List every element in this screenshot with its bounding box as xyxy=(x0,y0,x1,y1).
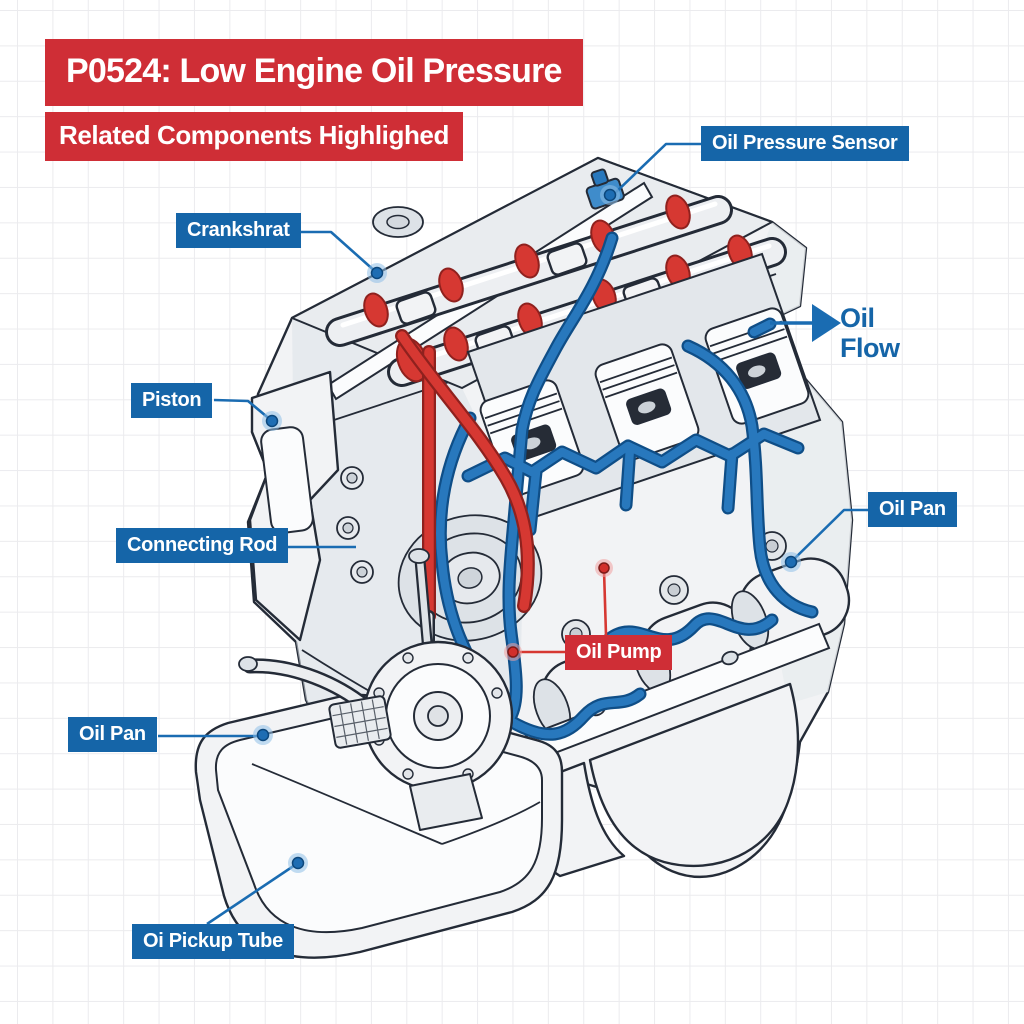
oil-lines-blue xyxy=(433,231,819,741)
oil-flow-line2: Flow xyxy=(840,333,900,364)
oil-pump-part xyxy=(238,548,514,831)
oil-pan-sump xyxy=(588,682,800,868)
callout-oil-pan-right: Oil Pan xyxy=(868,492,957,527)
callout-oil-pump: Oil Pump xyxy=(565,635,673,670)
callout-crankshaft: Crankshrat xyxy=(176,213,301,248)
title-banner: P0524: Low Engine Oil Pressure xyxy=(45,39,583,106)
callout-piston: Piston xyxy=(131,383,213,418)
leader-dots xyxy=(253,185,801,873)
callout-connecting-rod: Connecting Rod xyxy=(116,528,289,563)
front-bracket xyxy=(248,370,374,642)
callout-oil-pan-left: Oil Pan xyxy=(68,717,157,752)
piston-part xyxy=(704,307,810,425)
subtitle-banner: Related Components Highlighed xyxy=(45,112,463,161)
oil-pickup-tube-part xyxy=(238,656,392,749)
callout-oil-pressure-sensor: Oil Pressure Sensor xyxy=(701,126,909,161)
oil-flow-line1: Oil xyxy=(840,303,875,333)
oil-flow-arrow xyxy=(770,304,841,342)
callout-oil-pickup-tube: Oi Pickup Tube xyxy=(132,924,294,959)
leader-lines xyxy=(158,142,868,926)
piston-part xyxy=(594,343,700,461)
oil-flow-annotation: Oil Flow xyxy=(840,303,900,363)
